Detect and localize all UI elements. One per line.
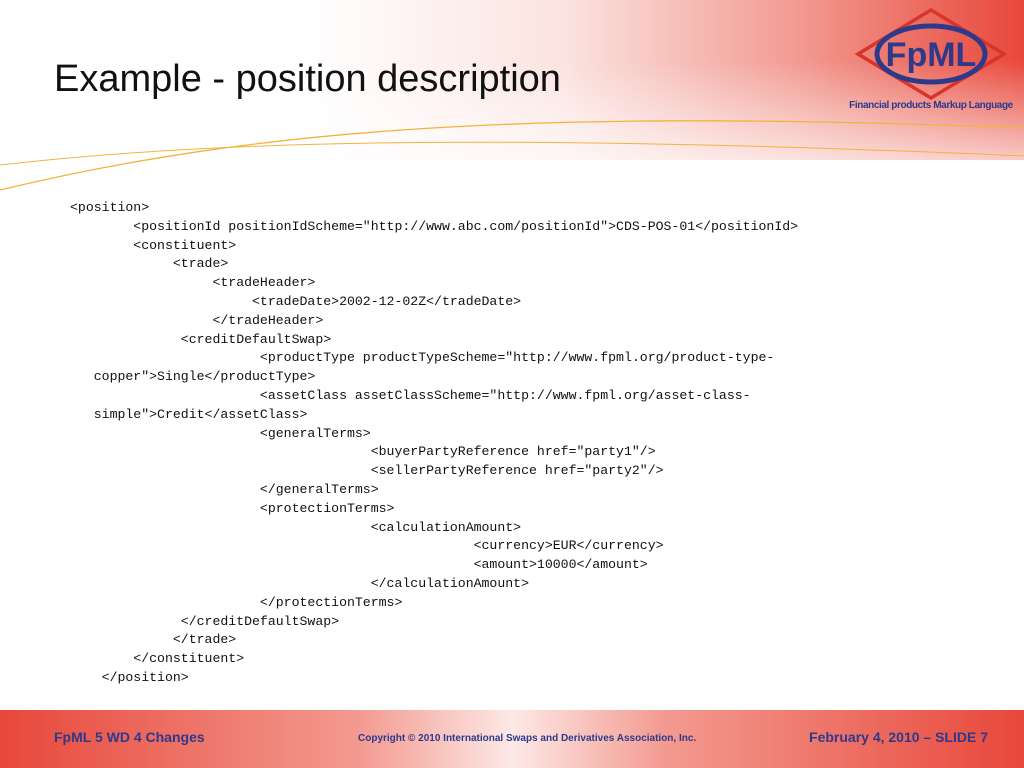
footer-presentation-title: FpML 5 WD 4 Changes bbox=[54, 729, 205, 745]
code-line: </generalTerms> bbox=[70, 481, 379, 497]
fpml-logo: FpML bbox=[854, 7, 1008, 101]
code-line: <sellerPartyReference href="party2"/> bbox=[70, 463, 664, 479]
code-line: <currency>EUR</currency> bbox=[70, 538, 664, 554]
code-line: <trade> bbox=[70, 256, 229, 272]
code-line: <positionId positionIdScheme="http://www… bbox=[70, 218, 799, 234]
header-fade bbox=[0, 60, 1024, 200]
code-line: simple">Credit</assetClass> bbox=[70, 406, 308, 422]
logo-wordmark: FpML bbox=[886, 36, 977, 74]
code-line: <assetClass assetClassScheme="http://www… bbox=[70, 387, 751, 403]
slide-title: Example - position description bbox=[54, 58, 561, 100]
header-swoosh-lines bbox=[0, 120, 1024, 191]
code-line: <constituent> bbox=[70, 237, 237, 253]
code-line: <calculationAmount> bbox=[70, 519, 522, 535]
code-line: <position> bbox=[70, 200, 150, 215]
code-line: </protectionTerms> bbox=[70, 594, 403, 610]
logo-tagline: Financial products Markup Language bbox=[849, 100, 1013, 111]
code-line: <tradeHeader> bbox=[70, 275, 316, 291]
code-line: </trade> bbox=[70, 632, 237, 648]
code-line: copper">Single</productType> bbox=[70, 369, 316, 385]
footer-copyright: Copyright © 2010 International Swaps and… bbox=[358, 733, 697, 744]
code-line: <amount>10000</amount> bbox=[70, 557, 648, 573]
code-line: <tradeDate>2002-12-02Z</tradeDate> bbox=[70, 293, 522, 309]
code-line: <creditDefaultSwap> bbox=[70, 331, 332, 347]
xml-code-block: <position> <positionId positionIdScheme=… bbox=[70, 199, 990, 688]
code-line: <buyerPartyReference href="party1"/> bbox=[70, 444, 656, 460]
code-line: </calculationAmount> bbox=[70, 575, 529, 591]
code-line: </creditDefaultSwap> bbox=[70, 613, 340, 629]
code-line: </tradeHeader> bbox=[70, 312, 324, 328]
code-line: <protectionTerms> bbox=[70, 500, 395, 516]
code-line: <generalTerms> bbox=[70, 425, 371, 441]
code-line: </position> bbox=[70, 669, 189, 685]
footer-date-slide-number: February 4, 2010 – SLIDE 7 bbox=[809, 729, 988, 745]
code-line: <productType productTypeScheme="http://w… bbox=[70, 350, 775, 366]
code-line: </constituent> bbox=[70, 651, 245, 667]
footer-bar bbox=[0, 710, 1024, 768]
